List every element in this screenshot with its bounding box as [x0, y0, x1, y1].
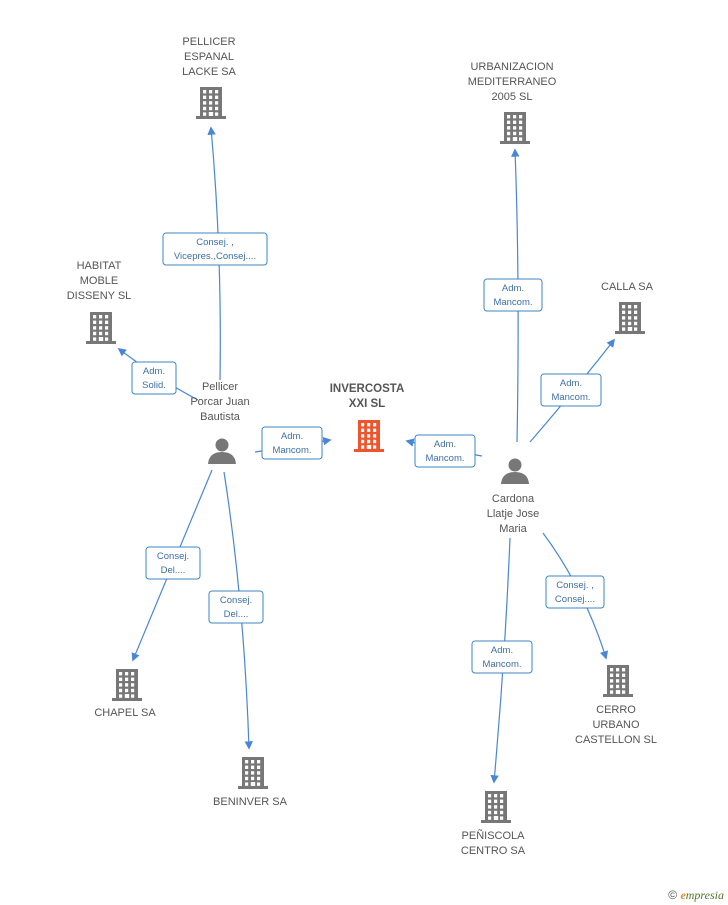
node-urbanizacion[interactable]: URBANIZACION MEDITERRANEO 2005 SL	[468, 61, 557, 144]
copyright-symbol: ©	[668, 888, 678, 902]
node-cerro[interactable]: CERRO URBANO CASTELLON SL	[575, 665, 657, 746]
edge-label-text: Mancom.	[482, 659, 521, 670]
node-label: Maria	[499, 523, 527, 535]
node-label: Llatje Jose	[487, 508, 540, 520]
edge-label-box	[162, 232, 268, 266]
building-icon	[603, 665, 633, 697]
building-icon	[500, 112, 530, 144]
edge-label-text: Del....	[224, 609, 249, 620]
building-icon	[112, 669, 142, 701]
node-label: CERRO	[596, 704, 636, 716]
node-invercosta[interactable]: INVERCOSTA XXI SL	[330, 383, 405, 452]
node-label: URBANIZACION	[470, 61, 553, 73]
edge-label-box	[483, 278, 543, 312]
brand-name: empresia	[680, 888, 724, 902]
edge-label-text: Mancom.	[425, 453, 464, 464]
node-label: XXI SL	[349, 398, 385, 410]
edge-label-text: Adm.	[502, 283, 524, 294]
node-label: URBANO	[592, 719, 640, 731]
node-label: Pellicer	[202, 381, 238, 393]
edge-label-box	[540, 373, 602, 407]
edge-label-text: Consej....	[555, 594, 595, 605]
edge-label-text: Adm.	[434, 439, 456, 450]
edge-label-text: Adm.	[143, 366, 165, 377]
node-peniscola[interactable]: PEÑISCOLA CENTRO SA	[461, 791, 526, 857]
edge-role-label[interactable]: Adm. Mancom.	[483, 278, 543, 312]
edge-label-box	[131, 361, 177, 395]
edge-role-label[interactable]: Adm. Mancom.	[540, 373, 602, 407]
building-icon	[196, 87, 226, 119]
node-label: HABITAT	[77, 260, 122, 272]
edge-role-label[interactable]: Adm. Mancom.	[261, 426, 323, 460]
node-pellicer-espanal[interactable]: PELLICER ESPANAL LACKE SA	[182, 36, 237, 119]
edge-label-text: Adm.	[281, 431, 303, 442]
building-icon	[86, 312, 116, 344]
node-label: PELLICER	[182, 36, 235, 48]
edge-label-box	[145, 546, 201, 580]
node-label: MEDITERRANEO	[468, 76, 557, 88]
edge-role-label[interactable]: Consej. Del....	[208, 590, 264, 624]
edge-label-box	[208, 590, 264, 624]
node-label: Bautista	[200, 411, 241, 423]
person-icon	[501, 458, 529, 484]
edge-label-text: Consej.	[157, 551, 189, 562]
edge-role-label[interactable]: Consej. , Consej....	[545, 575, 605, 609]
edge-label-box	[261, 426, 323, 460]
node-habitat[interactable]: HABITAT MOBLE DISSENY SL	[67, 260, 132, 344]
edge-label-text: Del....	[161, 565, 186, 576]
edge-label-box	[545, 575, 605, 609]
edge-label-text: Mancom.	[551, 392, 590, 403]
person-icon	[208, 438, 236, 464]
edge-label-box	[414, 434, 476, 468]
node-label: Cardona	[492, 493, 535, 505]
building-icon	[354, 420, 384, 452]
node-label: BENINVER SA	[213, 796, 288, 808]
node-label: CALLA SA	[601, 281, 654, 293]
node-label: DISSENY SL	[67, 290, 132, 302]
building-icon	[615, 302, 645, 334]
edge-role-label[interactable]: Consej. Del....	[145, 546, 201, 580]
node-label: LACKE SA	[182, 66, 236, 78]
building-icon	[481, 791, 511, 823]
node-label: Porcar Juan	[190, 396, 249, 408]
edge-label-text: Consej.	[220, 595, 252, 606]
edge-label-text: Adm.	[491, 645, 513, 656]
node-calla[interactable]: CALLA SA	[601, 281, 654, 334]
node-label: CENTRO SA	[461, 845, 526, 857]
edge-role-label[interactable]: Adm. Mancom.	[471, 640, 533, 674]
node-label: MOBLE	[80, 275, 119, 287]
node-label: INVERCOSTA	[330, 383, 405, 395]
edge-label-box	[471, 640, 533, 674]
edge-label-text: Adm.	[560, 378, 582, 389]
edge-role-label[interactable]: Adm. Solid.	[131, 361, 177, 395]
edge-label-text: Consej. ,	[196, 237, 234, 248]
edge-label-text: Solid.	[142, 380, 166, 391]
node-chapel[interactable]: CHAPEL SA	[94, 669, 156, 719]
edge-label-text: Consej. ,	[556, 580, 594, 591]
node-beninver[interactable]: BENINVER SA	[213, 757, 288, 808]
node-label: PEÑISCOLA	[462, 829, 526, 842]
building-icon	[238, 757, 268, 789]
footer-brand[interactable]: © empresia	[668, 888, 724, 903]
edge-label-text: Mancom.	[493, 297, 532, 308]
edge-role-label[interactable]: Adm. Mancom.	[414, 434, 476, 468]
node-label: CASTELLON SL	[575, 734, 657, 746]
edge-label-text: Mancom.	[272, 445, 311, 456]
node-label: CHAPEL SA	[94, 707, 156, 719]
node-label: 2005 SL	[492, 91, 533, 103]
edge-role-label[interactable]: Consej. , Vicepres.,Consej....	[162, 232, 268, 266]
edge-label-text: Vicepres.,Consej....	[174, 251, 256, 262]
node-label: ESPANAL	[184, 51, 234, 63]
